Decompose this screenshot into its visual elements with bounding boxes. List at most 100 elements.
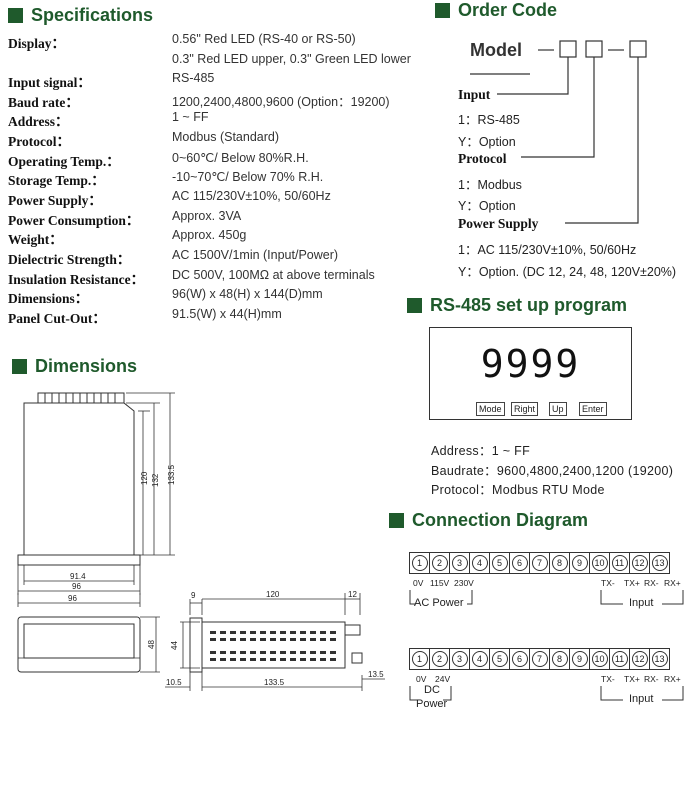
dim-label-side-10-5: 10.5 — [166, 678, 182, 687]
dc-terminal-strip: 1 2 3 4 5 6 7 8 9 10 11 12 13 — [409, 648, 670, 670]
terminal: 13 — [649, 552, 670, 574]
dim-label-side-13-5: 13.5 — [368, 670, 384, 679]
enter-key[interactable]: Enter — [579, 402, 607, 416]
front-view-bezel — [17, 616, 141, 673]
terminal: 6 — [509, 648, 530, 670]
spec-row-storage-temp: Storage Temp.： -10~70℃/ Below 70% R.H. — [8, 170, 324, 188]
dim-label-side-9: 9 — [191, 591, 196, 600]
spec-row-panel-cut-out: Panel Cut-Out： 91.5(W) x 44(H)mm — [8, 307, 282, 326]
terminal: 3 — [449, 552, 470, 574]
dc-label-rx-minus: RX- — [644, 674, 659, 684]
ac-power-label: AC Power — [414, 597, 464, 609]
dim-label-91-4: 91.4 — [70, 572, 86, 581]
mode-key[interactable]: Mode — [476, 402, 505, 416]
dim-label-96-a: 96 — [72, 582, 81, 591]
spec-row-weight: Weight： Approx. 450g — [8, 228, 247, 247]
ac-label-0v: 0V — [413, 578, 424, 588]
order-protocol-heading: Protocol — [458, 151, 507, 166]
spec-row-insulation-resistance: Insulation Resistance： DC 500V, 100MΩ at… — [8, 268, 375, 287]
code-box-protocol — [585, 40, 603, 58]
rs485-heading: RS-485 set up program — [407, 295, 627, 316]
spec-row-power-consumption: Power Consumption： Approx. 3VA — [8, 209, 242, 228]
order-code-diagram — [470, 40, 647, 224]
terminal: 12 — [629, 552, 650, 574]
terminal: 4 — [469, 648, 490, 670]
terminal: 3 — [449, 648, 470, 670]
terminal: 11 — [609, 648, 630, 670]
ac-label-tx-plus: TX+ — [624, 578, 640, 588]
specifications-heading: Specifications — [8, 5, 153, 26]
ac-group-brackets — [409, 590, 684, 605]
dc-label-rx-plus: RX+ — [664, 674, 681, 684]
dim-label-96-b: 96 — [68, 594, 77, 603]
ac-terminal-strip: 1 2 3 4 5 6 7 8 9 10 11 12 13 — [409, 552, 670, 574]
terminal: 8 — [549, 552, 570, 574]
terminal: 7 — [529, 552, 550, 574]
order-power-heading: Power Supply — [458, 216, 539, 231]
rs485-protocol: Protocol：Modbus RTU Mode — [431, 483, 605, 497]
code-box-input — [559, 40, 577, 58]
order-protocol-option-1: 1：Modbus — [458, 178, 522, 192]
up-key[interactable]: Up — [549, 402, 567, 416]
terminal: 9 — [569, 648, 590, 670]
spec-row-protocol: Protocol： Modbus (Standard) — [8, 130, 280, 149]
dc-label-tx-plus: TX+ — [624, 674, 640, 684]
right-key[interactable]: Right — [511, 402, 539, 416]
dim-label-side-12: 12 — [348, 590, 357, 599]
terminal: 5 — [489, 648, 510, 670]
spec-row-display-line2: 0.3" Red LED upper, 0.3" Green LED lower — [172, 52, 411, 66]
ac-label-230v: 230V — [454, 578, 474, 588]
model-label: Model — [470, 40, 522, 60]
spec-row-baud-rate: Baud rate： 1200,2400,4800,9600 (Option：1… — [8, 95, 390, 110]
terminal: 6 — [509, 552, 530, 574]
terminal: 1 — [409, 552, 430, 574]
rs485-baudrate: Baudrate：9600,4800,2400,1200 (19200) — [431, 464, 674, 478]
terminal: 9 — [569, 552, 590, 574]
order-power-option-y: Y：Option. (DC 12, 24, 48, 120V±20%) — [458, 265, 677, 279]
terminal: 2 — [429, 552, 450, 574]
spec-row-operating-temp: Operating Temp.： 0~60℃/ Below 80%R.H. — [8, 151, 309, 169]
spec-row-address: Address： 1 ~ FF — [8, 110, 209, 129]
dim-label-132: 132 — [151, 473, 160, 487]
ac-label-rx-plus: RX+ — [664, 578, 681, 588]
dc-group-brackets — [409, 686, 684, 701]
dc-label-24v: 24V — [435, 674, 451, 684]
heading-square-icon — [435, 3, 450, 18]
spec-row-display: Display： 0.56" Red LED (RS-40 or RS-50) — [8, 32, 356, 51]
order-power-option-1: 1：AC 115/230V±10%, 50/60Hz — [458, 243, 637, 257]
terminal: 8 — [549, 648, 570, 670]
lcd-display-panel: 9999 Mode Right Up Enter — [429, 327, 632, 420]
rs485-address: Address：1 ~ FF — [431, 444, 531, 458]
dc-label-tx-minus: TX- — [601, 674, 615, 684]
dc-input-label: Input — [629, 693, 654, 705]
heading-square-icon — [407, 298, 422, 313]
terminal: 2 — [429, 648, 450, 670]
terminal: 11 — [609, 552, 630, 574]
dim-label-44: 44 — [170, 641, 179, 650]
order-protocol-option-y: Y：Option — [458, 199, 516, 213]
dimensions-heading: Dimensions — [12, 356, 137, 377]
dc-power-label-power: Power — [416, 698, 448, 710]
terminal: 4 — [469, 552, 490, 574]
terminal: 1 — [409, 648, 430, 670]
ac-input-label: Input — [629, 597, 654, 609]
ac-label-tx-minus: TX- — [601, 578, 615, 588]
dim-label-120: 120 — [140, 471, 149, 485]
spec-row-input-signal: Input signal： RS-485 — [8, 71, 215, 90]
dc-power-label-dc: DC — [424, 684, 440, 696]
connection-heading: Connection Diagram — [389, 510, 588, 531]
dim-label-side-120: 120 — [266, 590, 280, 599]
dim-label-48: 48 — [147, 640, 156, 649]
terminal: 12 — [629, 648, 650, 670]
spec-row-dielectric-strength: Dielectric Strength： AC 1500V/1min (Inpu… — [8, 248, 339, 267]
order-input-option-y: Y：Option — [458, 135, 516, 149]
terminal: 10 — [589, 552, 610, 574]
heading-square-icon — [389, 513, 404, 528]
code-box-power — [629, 40, 647, 58]
heading-square-icon — [12, 359, 27, 374]
order-code-heading: Order Code — [435, 0, 557, 21]
dc-label-0v: 0V — [416, 674, 427, 684]
dim-label-side-133-5: 133.5 — [264, 678, 285, 687]
ac-label-rx-minus: RX- — [644, 578, 659, 588]
heading-square-icon — [8, 8, 23, 23]
